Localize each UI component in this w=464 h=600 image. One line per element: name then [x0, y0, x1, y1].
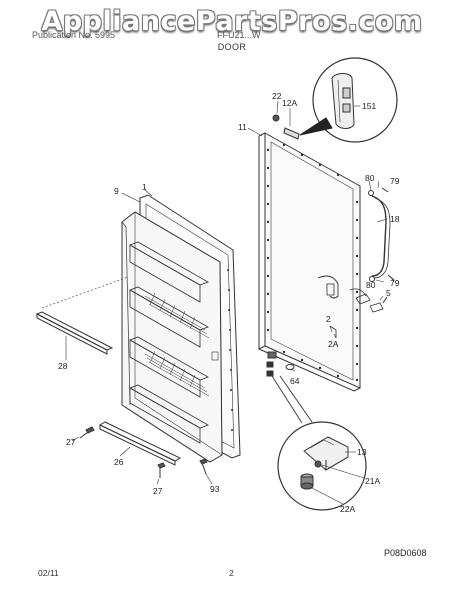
callout-labels: 1 2 2A 5 9 11 12A 13 18 21A 22 22A 26 27… [58, 91, 427, 558]
callout-label: 79 [390, 176, 400, 186]
callout-label: 11 [238, 122, 247, 132]
footer-page-number: 2 [229, 568, 234, 578]
callout-label: 27 [66, 437, 76, 447]
screws [79, 426, 208, 478]
callout-label: 1 [142, 182, 147, 192]
callout-label: 27 [153, 486, 163, 496]
publication-number: Publication No. 5995 [32, 30, 116, 40]
callout-label: 18 [390, 214, 400, 224]
callout-label: 9 [114, 186, 119, 196]
small-parts [272, 114, 300, 140]
watermark-logo: AppliancePartsPros.com [41, 6, 423, 37]
section-title: DOOR [217, 42, 247, 52]
hinge-detail-view [271, 375, 367, 511]
inner-door-liner [121, 194, 241, 463]
bottom-rail [98, 421, 182, 466]
leader-lines [65, 100, 395, 505]
callout-label: 64 [290, 376, 300, 386]
callout-label: 5 [386, 288, 391, 298]
callout-label: 80 [366, 280, 376, 290]
footer-date: 02/11 [38, 568, 59, 578]
callout-label: 2A [328, 339, 339, 349]
hinge-hardware [355, 293, 388, 313]
callout-label: 13 [357, 447, 367, 457]
callout-label: 21A [365, 476, 380, 486]
callout-label: 28 [58, 361, 68, 371]
callout-label: 22 [272, 91, 282, 101]
shelf-rail [35, 276, 129, 355]
gasket-detail-view [299, 57, 398, 143]
diagram-code: P08D0608 [384, 548, 427, 558]
callout-label: 151 [362, 101, 376, 111]
callout-label: 26 [114, 457, 124, 467]
callout-label: 93 [210, 484, 220, 494]
callout-label: 2 [326, 314, 331, 324]
door-handle [368, 187, 395, 282]
callout-label: 22A [340, 504, 355, 514]
callout-label: 79 [390, 278, 400, 288]
model-number: FFU21...W [217, 30, 261, 40]
callout-label: 80 [365, 173, 375, 183]
bottom-hinge [266, 351, 295, 377]
outer-door-panel [258, 132, 367, 392]
callout-label: 12A [282, 98, 297, 108]
